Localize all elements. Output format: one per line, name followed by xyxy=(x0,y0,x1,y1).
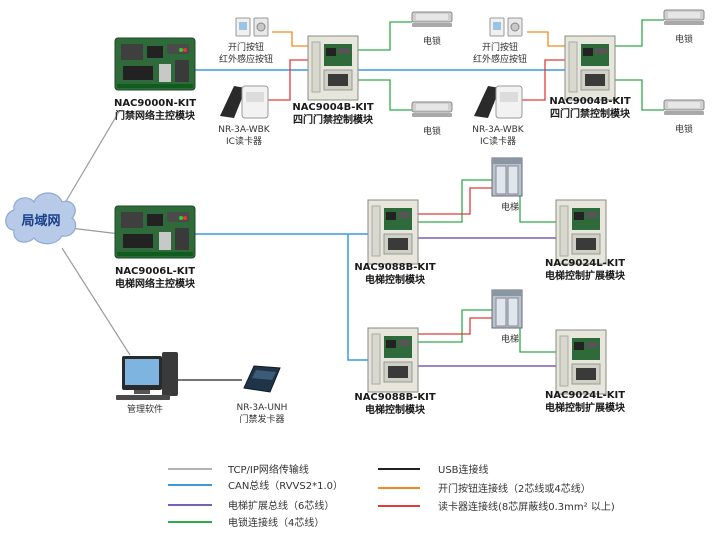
elev-lock-line-1 xyxy=(418,179,492,223)
card-reader-icon xyxy=(473,85,523,119)
lan-cloud: 局域网 xyxy=(5,192,77,245)
door-main-model: NAC9000N-KIT xyxy=(114,98,196,109)
control-box-icon xyxy=(564,35,616,101)
button-label-2: 开门按钮 xyxy=(482,41,518,53)
elevator-label-1: 电梯 xyxy=(501,201,519,213)
elev-ctrl-2-model: NAC9088B-KIT xyxy=(354,392,436,403)
control-box-icon xyxy=(307,35,359,101)
button-label-1: 开门按钮 xyxy=(228,41,264,53)
tcpip-line-door-main xyxy=(61,109,121,209)
pc-label: 管理软件 xyxy=(127,403,163,415)
connection-lines xyxy=(61,19,664,381)
issuer-model: NR-3A-UNH xyxy=(237,403,288,413)
elev-main-controller: NAC9006L-KIT 电梯网络主控模块 xyxy=(114,205,196,290)
door-module-1-model: NAC9004B-KIT xyxy=(292,102,374,113)
elev-ext-1-name: 电梯控制扩展模块 xyxy=(545,269,626,282)
elev-lock-line-2 xyxy=(418,309,492,343)
lock-label-2b: 电锁 xyxy=(675,123,693,135)
elev-main-name: 电梯网络主控模块 xyxy=(115,277,196,290)
magnetic-lock-icon xyxy=(411,101,453,118)
elev-reader-line-1 xyxy=(418,187,492,215)
reader-line-1 xyxy=(268,59,308,101)
button-line-1 xyxy=(272,31,308,47)
lock-line-1a xyxy=(358,21,412,51)
tcpip-line-pc xyxy=(61,247,131,356)
legend-label-lock: 电锁连接线（4芯线） xyxy=(228,516,324,529)
card-reader-icon xyxy=(219,85,269,119)
reader-model-2: NR-3A-WBK xyxy=(472,125,525,135)
computer-icon xyxy=(116,352,178,400)
legend-item-reader: 读卡器连接线(8芯屏蔽线0.3mm² 以上) xyxy=(378,500,615,513)
elev-ctrl-1-name: 电梯控制模块 xyxy=(365,273,426,286)
control-box-icon xyxy=(367,199,419,265)
reader-name-1: IC读卡器 xyxy=(226,135,262,147)
door-main-name: 门禁网络主控模块 xyxy=(115,109,196,122)
elev-ctrl-1-model: NAC9088B-KIT xyxy=(354,262,436,273)
elevator-icon xyxy=(491,289,523,329)
push-button-icon xyxy=(235,17,269,37)
legend-item-lock: 电锁连接线（4芯线） xyxy=(168,516,324,529)
magnetic-lock-icon xyxy=(411,11,453,28)
card-issuer-icon xyxy=(243,365,281,393)
push-button-icon xyxy=(489,17,523,37)
button-line-2 xyxy=(527,31,565,47)
legend-label-can: CAN总线（RVVS2*1.0） xyxy=(228,479,343,492)
door-module-2: 开门按钮 红外感应按钮 NR-3A-WBK IC读卡器 NAC9004B-KIT… xyxy=(472,9,705,147)
legend-label-reader: 读卡器连接线(8芯屏蔽线0.3mm² 以上) xyxy=(438,500,615,513)
door-main-controller: NAC9000N-KIT 门禁网络主控模块 xyxy=(114,37,196,122)
control-box-icon xyxy=(555,329,607,395)
control-box-icon xyxy=(555,199,607,265)
lock-label-1b: 电锁 xyxy=(423,125,441,137)
legend-label-elevator-bus: 电梯扩展总线（6芯线） xyxy=(228,499,334,512)
elevator-group-2: NAC9088B-KIT 电梯控制模块 电梯 NAC9024L-KIT 电梯控制… xyxy=(354,289,626,416)
legend-label-tcpip: TCP/IP网络传输线 xyxy=(227,463,309,476)
elev-ext-2-model: NAC9024L-KIT xyxy=(545,390,625,401)
elevator-icon xyxy=(491,157,523,197)
magnetic-lock-icon xyxy=(663,99,705,116)
door-module-2-model: NAC9004B-KIT xyxy=(549,96,631,107)
door-module-1-name: 四门门禁控制模块 xyxy=(293,113,374,126)
reader-model-1: NR-3A-WBK xyxy=(218,125,271,135)
ir-button-label-1: 红外感应按钮 xyxy=(219,53,273,65)
management-pc: 管理软件 xyxy=(116,352,178,415)
reader-line-2 xyxy=(522,59,565,101)
elev-main-model: NAC9006L-KIT xyxy=(115,266,195,277)
legend-item-elevator-bus: 电梯扩展总线（6芯线） xyxy=(168,499,334,512)
door-module-2-name: 四门门禁控制模块 xyxy=(550,107,631,120)
control-box-icon xyxy=(367,327,419,393)
lock-line-2b xyxy=(615,79,664,111)
reader-name-2: IC读卡器 xyxy=(480,135,516,147)
lan-label: 局域网 xyxy=(21,213,60,229)
door-module-1: 开门按钮 红外感应按钮 NR-3A-WBK IC读卡器 NAC9004B-KIT… xyxy=(218,11,453,147)
elevator-group-1: NAC9088B-KIT 电梯控制模块 电梯 NAC9024L-KIT 电梯控制… xyxy=(354,157,626,286)
elevator-label-2: 电梯 xyxy=(501,333,519,345)
lock-line-1b xyxy=(358,79,412,111)
legend-item-tcpip: TCP/IP网络传输线 xyxy=(168,463,309,476)
legend-label-usb: USB连接线 xyxy=(438,463,489,476)
legend-item-button: 开门按钮连接线（2芯线或4芯线） xyxy=(378,482,591,495)
legend-item-usb: USB连接线 xyxy=(378,463,489,476)
legend-item-can: CAN总线（RVVS2*1.0） xyxy=(168,479,343,492)
circuit-board-icon xyxy=(114,37,196,91)
elev-ext-2-name: 电梯控制扩展模块 xyxy=(545,401,626,414)
cloud-icon xyxy=(5,192,77,245)
issuer-name: 门禁发卡器 xyxy=(239,413,284,425)
legend: TCP/IP网络传输线 CAN总线（RVVS2*1.0） 电梯扩展总线（6芯线）… xyxy=(168,463,615,529)
elev-ext-lock-line-2 xyxy=(519,326,556,353)
tcpip-line-elev-main xyxy=(69,227,121,235)
elev-ctrl-2-name: 电梯控制模块 xyxy=(365,403,426,416)
can-line-elev xyxy=(190,233,368,361)
lock-label-2a: 电锁 xyxy=(675,33,693,45)
lock-label-1a: 电锁 xyxy=(423,35,441,47)
legend-label-button: 开门按钮连接线（2芯线或4芯线） xyxy=(438,482,591,495)
ir-button-label-2: 红外感应按钮 xyxy=(473,53,527,65)
elev-ext-1-model: NAC9024L-KIT xyxy=(545,258,625,269)
elev-ext-lock-line-1 xyxy=(519,196,556,223)
elev-reader-line-2 xyxy=(418,317,492,335)
card-issuer: NR-3A-UNH 门禁发卡器 xyxy=(237,365,288,425)
circuit-board-icon xyxy=(114,205,196,259)
lock-line-2a xyxy=(615,19,664,47)
magnetic-lock-icon xyxy=(663,9,705,26)
